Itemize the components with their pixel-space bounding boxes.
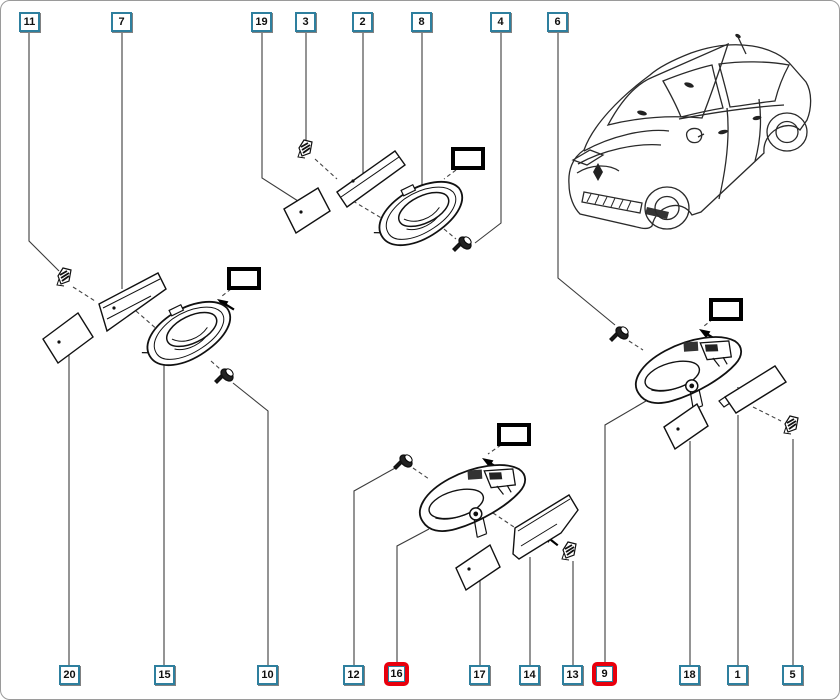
trim-panel-2 (336, 150, 406, 208)
trim-plate-18 (663, 402, 709, 451)
callout-7[interactable]: 7 (111, 12, 132, 32)
callout-18[interactable]: 18 (679, 665, 700, 685)
label-plate-icon (709, 298, 743, 321)
callout-3[interactable]: 3 (295, 12, 316, 32)
callout-2[interactable]: 2 (352, 12, 373, 32)
callout-11[interactable]: 11 (19, 12, 40, 32)
label-plate-icon (497, 423, 531, 446)
callout-19[interactable]: 19 (251, 12, 272, 32)
callout-14[interactable]: 14 (519, 665, 540, 685)
clip-icon (297, 139, 313, 159)
callout-12[interactable]: 12 (343, 665, 364, 685)
callout-15[interactable]: 15 (154, 665, 175, 685)
trim-plate-17 (455, 543, 501, 592)
trim-plate-19 (283, 187, 331, 235)
assembly-left (42, 267, 261, 384)
screw-icon-4 (452, 234, 474, 252)
callout-17[interactable]: 17 (469, 665, 490, 685)
trim-panel-14 (512, 494, 579, 560)
callout-9-highlighted[interactable]: 9 (592, 662, 617, 686)
leader-lines (28, 33, 794, 665)
trim-panel-7 (98, 272, 167, 333)
callout-4[interactable]: 4 (490, 12, 511, 32)
assembly-right (609, 298, 799, 451)
callout-6[interactable]: 6 (547, 12, 568, 32)
screw-icon-10 (214, 366, 236, 384)
clip-icon (561, 541, 577, 561)
callout-20[interactable]: 20 (59, 665, 80, 685)
callout-10[interactable]: 10 (257, 665, 278, 685)
callout-13[interactable]: 13 (562, 665, 583, 685)
trim-panel-1 (718, 365, 787, 414)
assembly-bottom-middle (393, 423, 579, 592)
assembly-top-middle (283, 139, 485, 259)
screw-icon-6 (609, 324, 631, 342)
label-plate-icon (227, 267, 261, 290)
screw-icon-12 (393, 452, 415, 470)
clip-icon (783, 415, 799, 435)
car-illustration (568, 33, 812, 230)
callout-16-highlighted[interactable]: 16 (384, 662, 409, 686)
callout-5[interactable]: 5 (782, 665, 803, 685)
trim-plate-20 (42, 311, 94, 365)
label-plate-icon (451, 147, 485, 170)
callout-1[interactable]: 1 (727, 665, 748, 685)
callout-8[interactable]: 8 (411, 12, 432, 32)
